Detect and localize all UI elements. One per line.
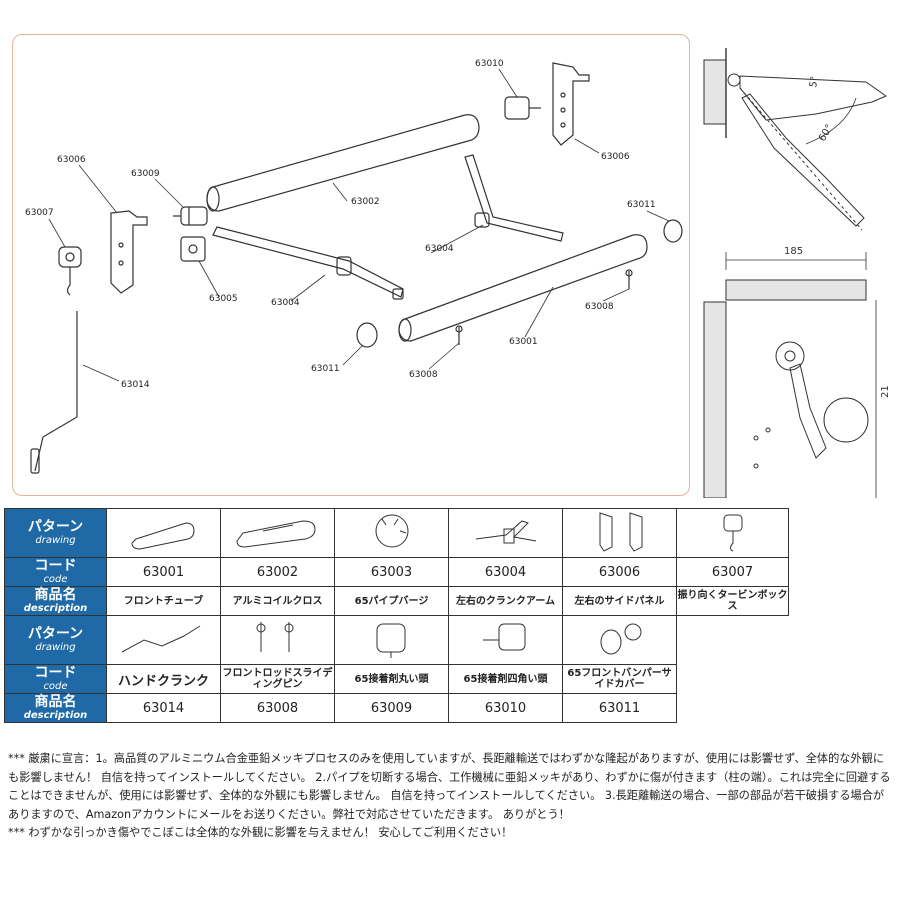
pattern-header-2: パターン drawing [4, 615, 107, 665]
part-63007-turbine-box [58, 246, 82, 296]
drawing-63006 [562, 508, 677, 558]
desc-header-1: 商品名 description [4, 586, 107, 616]
angle-top-label: 5° [808, 75, 821, 88]
label-63001: 63001 [509, 337, 538, 347]
part-63005-joint [180, 236, 206, 262]
label-63009: 63009 [131, 169, 160, 179]
drawing-63002 [220, 508, 335, 558]
wall-block-top [703, 59, 727, 125]
code-cell: 63014 [106, 693, 221, 723]
desc-cell: フロントチューブ [106, 586, 221, 616]
part-63004-arm-upper [464, 154, 564, 242]
code-cell: 63002 [220, 557, 335, 587]
desc-cell: 振り向くタービンボックス [676, 586, 789, 616]
notes: *** 厳粛に宣言：1。高品質のアルミニウム合金亜鉛メッキプロセスのみを使用して… [8, 750, 892, 843]
coil-tube-end [823, 397, 869, 443]
installation-detail-panel: 5° 60° 185 21 [696, 38, 896, 499]
part-63009-round-plug [173, 206, 208, 226]
label-63011-right: 63011 [627, 200, 656, 210]
code-cell: 63010 [448, 693, 563, 723]
code-cell: 63001 [106, 557, 221, 587]
label-63014: 63014 [121, 380, 150, 390]
drawing-63009 [334, 615, 449, 665]
label-63002: 63002 [351, 197, 380, 207]
code-cell: 63011 [562, 693, 677, 723]
ceiling-block [725, 279, 867, 301]
desc-cell: 左右のサイドパネル [562, 586, 677, 616]
desc-cell: 65パイプバージ [334, 586, 449, 616]
code-header-2: コード code [4, 664, 107, 694]
arm-lowered [741, 93, 865, 227]
pivot-top [727, 73, 741, 87]
code-cell: 63006 [562, 557, 677, 587]
part-63011-end-cap-left [356, 322, 378, 348]
part-63006-left-bracket [110, 210, 148, 294]
label-63006-left: 63006 [57, 155, 86, 165]
wall-block-bottom [703, 301, 727, 499]
code-header-1: コード code [4, 557, 107, 587]
name-cell: 65接着剤丸い頭 [334, 664, 449, 694]
label-63008-right: 63008 [585, 302, 614, 312]
label-63010: 63010 [475, 59, 504, 69]
part-63004-arm-lower [212, 226, 404, 300]
note-2: *** わずかな引っかき傷やでこぼこは全体的な外観に影響を与えません！ 安心して… [8, 826, 513, 839]
part-63008-pin-a [625, 269, 633, 289]
pattern-header-1: パターン drawing [4, 508, 107, 558]
height-dimension: 21 [880, 385, 891, 398]
label-63011-left: 63011 [311, 364, 340, 374]
code-cell: 63007 [676, 557, 789, 587]
drawing-63003 [334, 508, 449, 558]
note-1: *** 厳粛に宣言：1。高品質のアルミニウム合金亜鉛メッキプロセスのみを使用して… [8, 752, 891, 821]
part-63001-front-tube [398, 234, 648, 342]
drawing-63007 [676, 508, 789, 558]
code-cell: 63009 [334, 693, 449, 723]
label-63008-left: 63008 [409, 370, 438, 380]
drawing-63001 [106, 508, 221, 558]
label-63007: 63007 [25, 208, 54, 218]
part-63010-square-plug [504, 96, 541, 120]
installation-detail: 5° 60° 185 21 [703, 48, 891, 499]
drawing-63008 [220, 615, 335, 665]
desc-cell: 左右のクランクアーム [448, 586, 563, 616]
part-63008-pin-b [455, 325, 463, 345]
drawing-63014 [106, 615, 221, 665]
desc-header-2: 商品名 description [4, 693, 107, 723]
code-cell: 63004 [448, 557, 563, 587]
drawing-63011 [562, 615, 677, 665]
name-cell: ハンドクランク [106, 664, 221, 694]
part-63014-hand-crank [30, 311, 78, 474]
parts-table: パターン drawing コード code 63001 63002 63003 … [4, 508, 789, 723]
name-cell: 65フロントバンパーサイドカバー [562, 664, 677, 694]
name-cell: フロントロッドスライディングピン [220, 664, 335, 694]
part-63002-coil-tube [206, 114, 480, 212]
part-63011-end-cap-right [663, 219, 683, 243]
name-cell: 65接着剤四角い頭 [448, 664, 563, 694]
bracket-wheel [775, 341, 805, 371]
code-cell: 63003 [334, 557, 449, 587]
exploded-diagram: 63010 63006 63006 63009 63002 63011 6300… [25, 59, 683, 474]
drawing-63010 [448, 615, 563, 665]
label-63004-upper: 63004 [425, 244, 454, 254]
desc-cell: アルミコイルクロス [220, 586, 335, 616]
label-63005: 63005 [209, 294, 238, 304]
width-dimension: 185 [784, 246, 803, 257]
angle-bottom-label: 60° [817, 123, 835, 144]
label-63006-right: 63006 [601, 152, 630, 162]
exploded-diagram-panel: 63010 63006 63006 63009 63002 63011 6300… [12, 34, 690, 496]
drawing-63004 [448, 508, 563, 558]
label-63004-lower: 63004 [271, 298, 300, 308]
part-63006-right-bracket [552, 62, 590, 146]
code-cell: 63008 [220, 693, 335, 723]
